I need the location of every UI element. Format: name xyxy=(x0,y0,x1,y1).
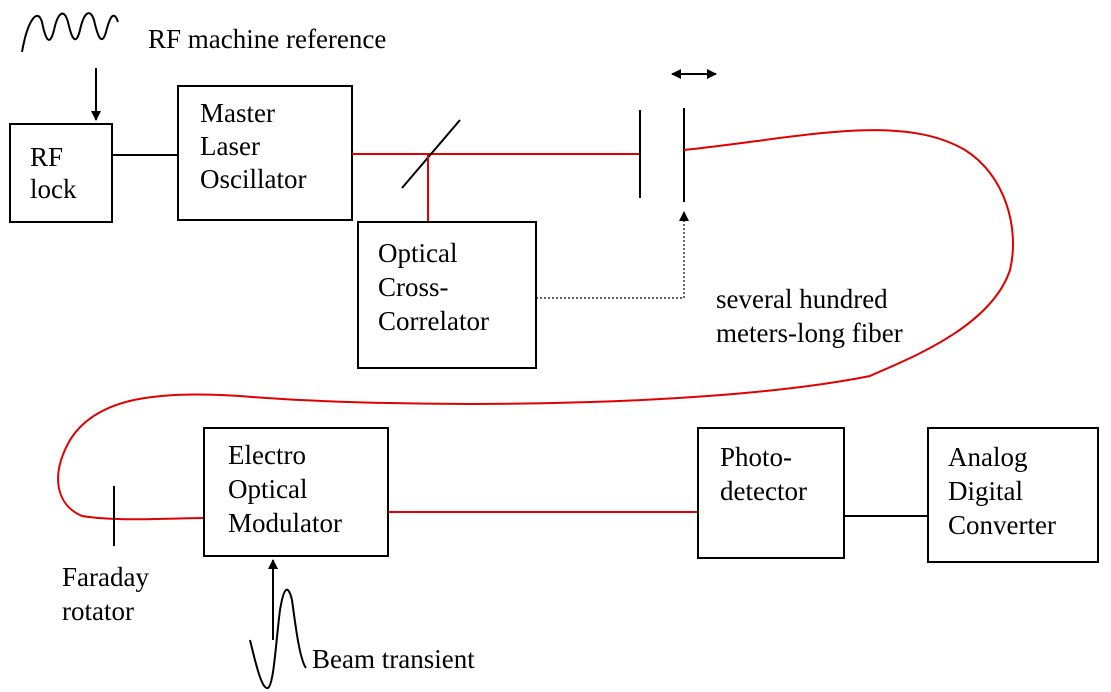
beam-splitter xyxy=(401,119,461,189)
adc-box xyxy=(927,427,1099,563)
electro-optical-modulator-label: Electro Optical Modulator xyxy=(228,440,342,538)
rf-lock-box xyxy=(9,123,113,223)
faraday-rotator-label: Faraday rotator xyxy=(62,562,156,626)
fiber-length-label: several hundred meters-long fiber xyxy=(716,284,903,348)
rf-reference-label: RF machine reference xyxy=(148,24,386,54)
master-laser-oscillator-label: Master Laser Oscillator xyxy=(200,98,306,194)
adc-label: Analog Digital Converter xyxy=(948,442,1056,540)
beam-transient-label: Beam transient xyxy=(312,644,475,674)
master-laser-oscillator-box xyxy=(177,85,353,221)
optical-cross-correlator-label: Optical Cross- Correlator xyxy=(378,238,489,336)
rf-lock-label: RF lock xyxy=(30,142,77,204)
fiber-loop xyxy=(57,129,1014,521)
feedback-dotted-line xyxy=(536,211,689,299)
photodetector-box xyxy=(697,427,845,559)
beam-transient-pulse-icon xyxy=(249,588,307,689)
electro-optical-modulator-box xyxy=(203,427,389,557)
optical-cross-correlator-box xyxy=(357,221,537,369)
rf-sine-wave-icon xyxy=(21,12,119,53)
photodetector-label: Photo- detector xyxy=(720,442,807,506)
